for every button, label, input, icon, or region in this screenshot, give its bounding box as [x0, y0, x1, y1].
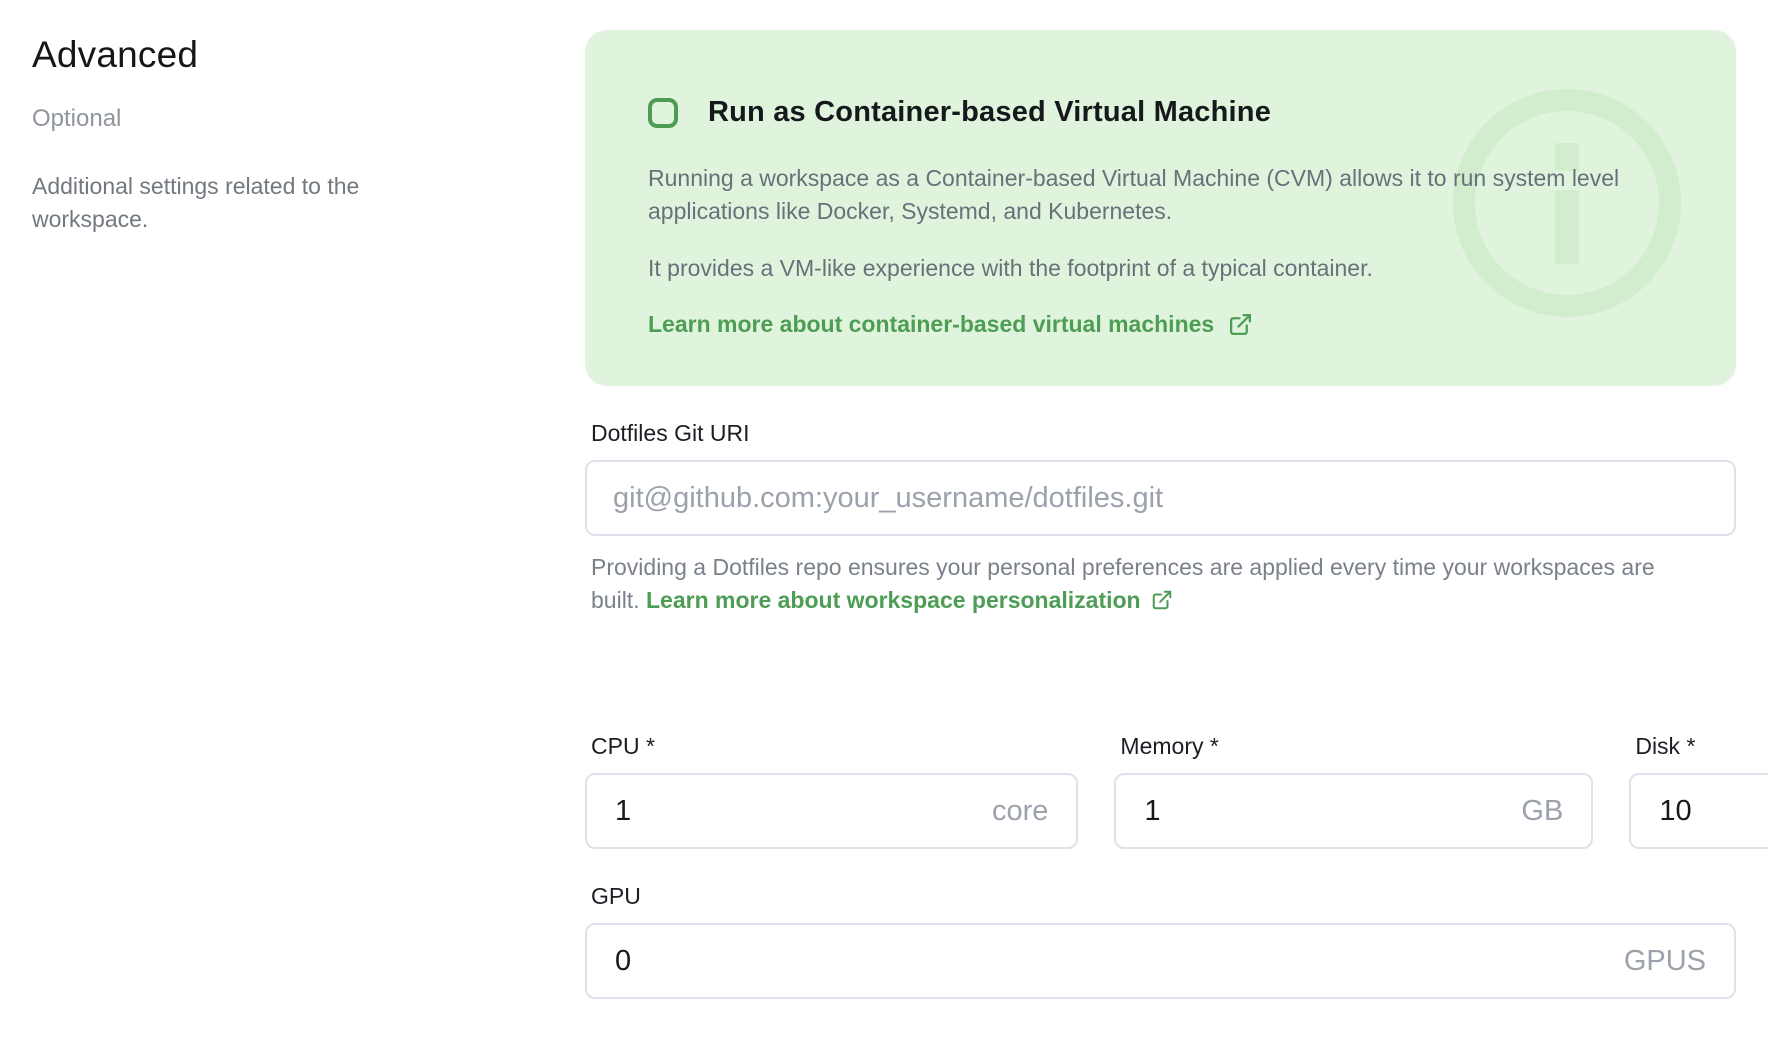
cvm-checkbox-row: Run as Container-based Virtual Machine	[648, 96, 1673, 129]
disk-group: Disk * GB	[1629, 733, 1768, 849]
cpu-group: CPU * core	[585, 733, 1079, 849]
resources-row: CPU * core Memory * GB Disk * GB	[585, 733, 1768, 849]
memory-unit: GB	[1521, 794, 1564, 827]
dotfiles-helper: Providing a Dotfiles repo ensures your p…	[585, 551, 1655, 617]
cvm-description-2: It provides a VM-like experience with th…	[648, 255, 1373, 281]
gpu-field: GPUS	[585, 923, 1736, 999]
cvm-learn-more-label: Learn more about container-based virtual…	[648, 311, 1215, 337]
gpu-unit: GPUS	[1623, 944, 1706, 977]
memory-label: Memory *	[1120, 733, 1219, 759]
personalization-link[interactable]: Learn more about workspace personalizati…	[646, 587, 1173, 613]
cvm-checkbox[interactable]	[648, 97, 678, 128]
page-title: Advanced	[32, 34, 199, 75]
advanced-settings-form: Run as Container-based Virtual Machine R…	[585, 30, 1768, 999]
memory-group: Memory * GB	[1114, 733, 1594, 849]
cpu-label: CPU *	[591, 733, 655, 759]
optional-badge: Optional	[32, 105, 122, 132]
cpu-unit: core	[992, 794, 1049, 827]
cpu-input[interactable]	[615, 794, 992, 828]
external-link-icon	[1152, 590, 1171, 610]
personalization-link-label: Learn more about workspace personalizati…	[645, 587, 1141, 613]
gpu-input[interactable]	[615, 944, 1624, 978]
section-description: Additional settings related to the works…	[32, 173, 360, 232]
section-header: Advanced Optional Additional settings re…	[32, 34, 432, 236]
cpu-field: core	[585, 773, 1079, 849]
dotfiles-label: Dotfiles Git URI	[591, 420, 750, 446]
disk-label: Disk *	[1635, 733, 1696, 759]
dotfiles-input[interactable]	[585, 460, 1736, 536]
cvm-learn-more-link[interactable]: Learn more about container-based virtual…	[648, 311, 1253, 338]
external-link-icon	[1230, 313, 1252, 336]
cvm-description-1: Running a workspace as a Container-based…	[648, 165, 1620, 224]
dotfiles-helper-text: Providing a Dotfiles repo ensures your p…	[591, 554, 1655, 613]
cvm-info-box: Run as Container-based Virtual Machine R…	[585, 30, 1736, 386]
disk-field: GB	[1629, 773, 1768, 849]
disk-input[interactable]	[1659, 794, 1768, 828]
cvm-title: Run as Container-based Virtual Machine	[708, 96, 1272, 128]
gpu-label: GPU	[591, 883, 641, 909]
memory-field: GB	[1114, 773, 1594, 849]
memory-input[interactable]	[1144, 794, 1522, 828]
